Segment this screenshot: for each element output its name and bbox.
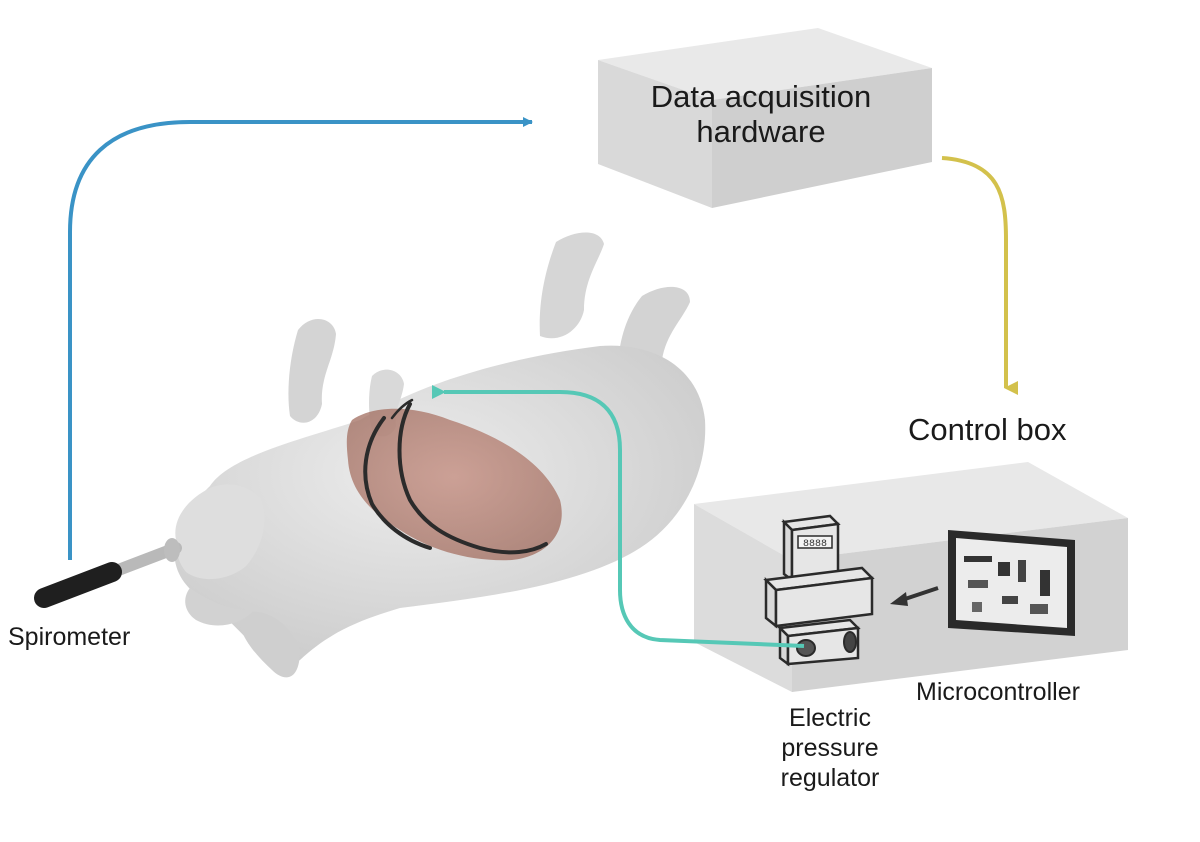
daq-label-line-1: Data acquisition <box>650 79 872 114</box>
daq-label-line-2: hardware <box>696 113 826 149</box>
control-box-label: Control box <box>908 412 1067 447</box>
spirometer <box>34 538 182 608</box>
regulator-display-readout: 8888 <box>803 539 827 550</box>
regulator-to-lung-arrow <box>432 385 805 648</box>
data-acquisition-hardware-label: Data acquisition hardware <box>606 79 916 149</box>
daq-to-control-box-arrow <box>941 156 1018 395</box>
microcontroller-board <box>948 530 1075 636</box>
regulator-display: 8888 <box>803 539 827 550</box>
mcu-to-regulator-arrow <box>890 586 939 606</box>
soft-actuator <box>363 398 548 555</box>
epr-label-line-2: pressure <box>781 734 879 762</box>
spirometer-label: Spirometer <box>8 623 131 651</box>
electric-pressure-regulator <box>763 514 875 667</box>
spirometer-to-daq-arrow <box>68 117 533 560</box>
electric-pressure-regulator-label: Electric pressure regulator <box>740 703 920 793</box>
epr-label-line-3: regulator <box>780 764 880 792</box>
microcontroller-label: Microcontroller <box>916 678 1080 706</box>
data-acquisition-hardware-box <box>598 28 932 208</box>
epr-label-line-1: Electric <box>789 704 871 732</box>
